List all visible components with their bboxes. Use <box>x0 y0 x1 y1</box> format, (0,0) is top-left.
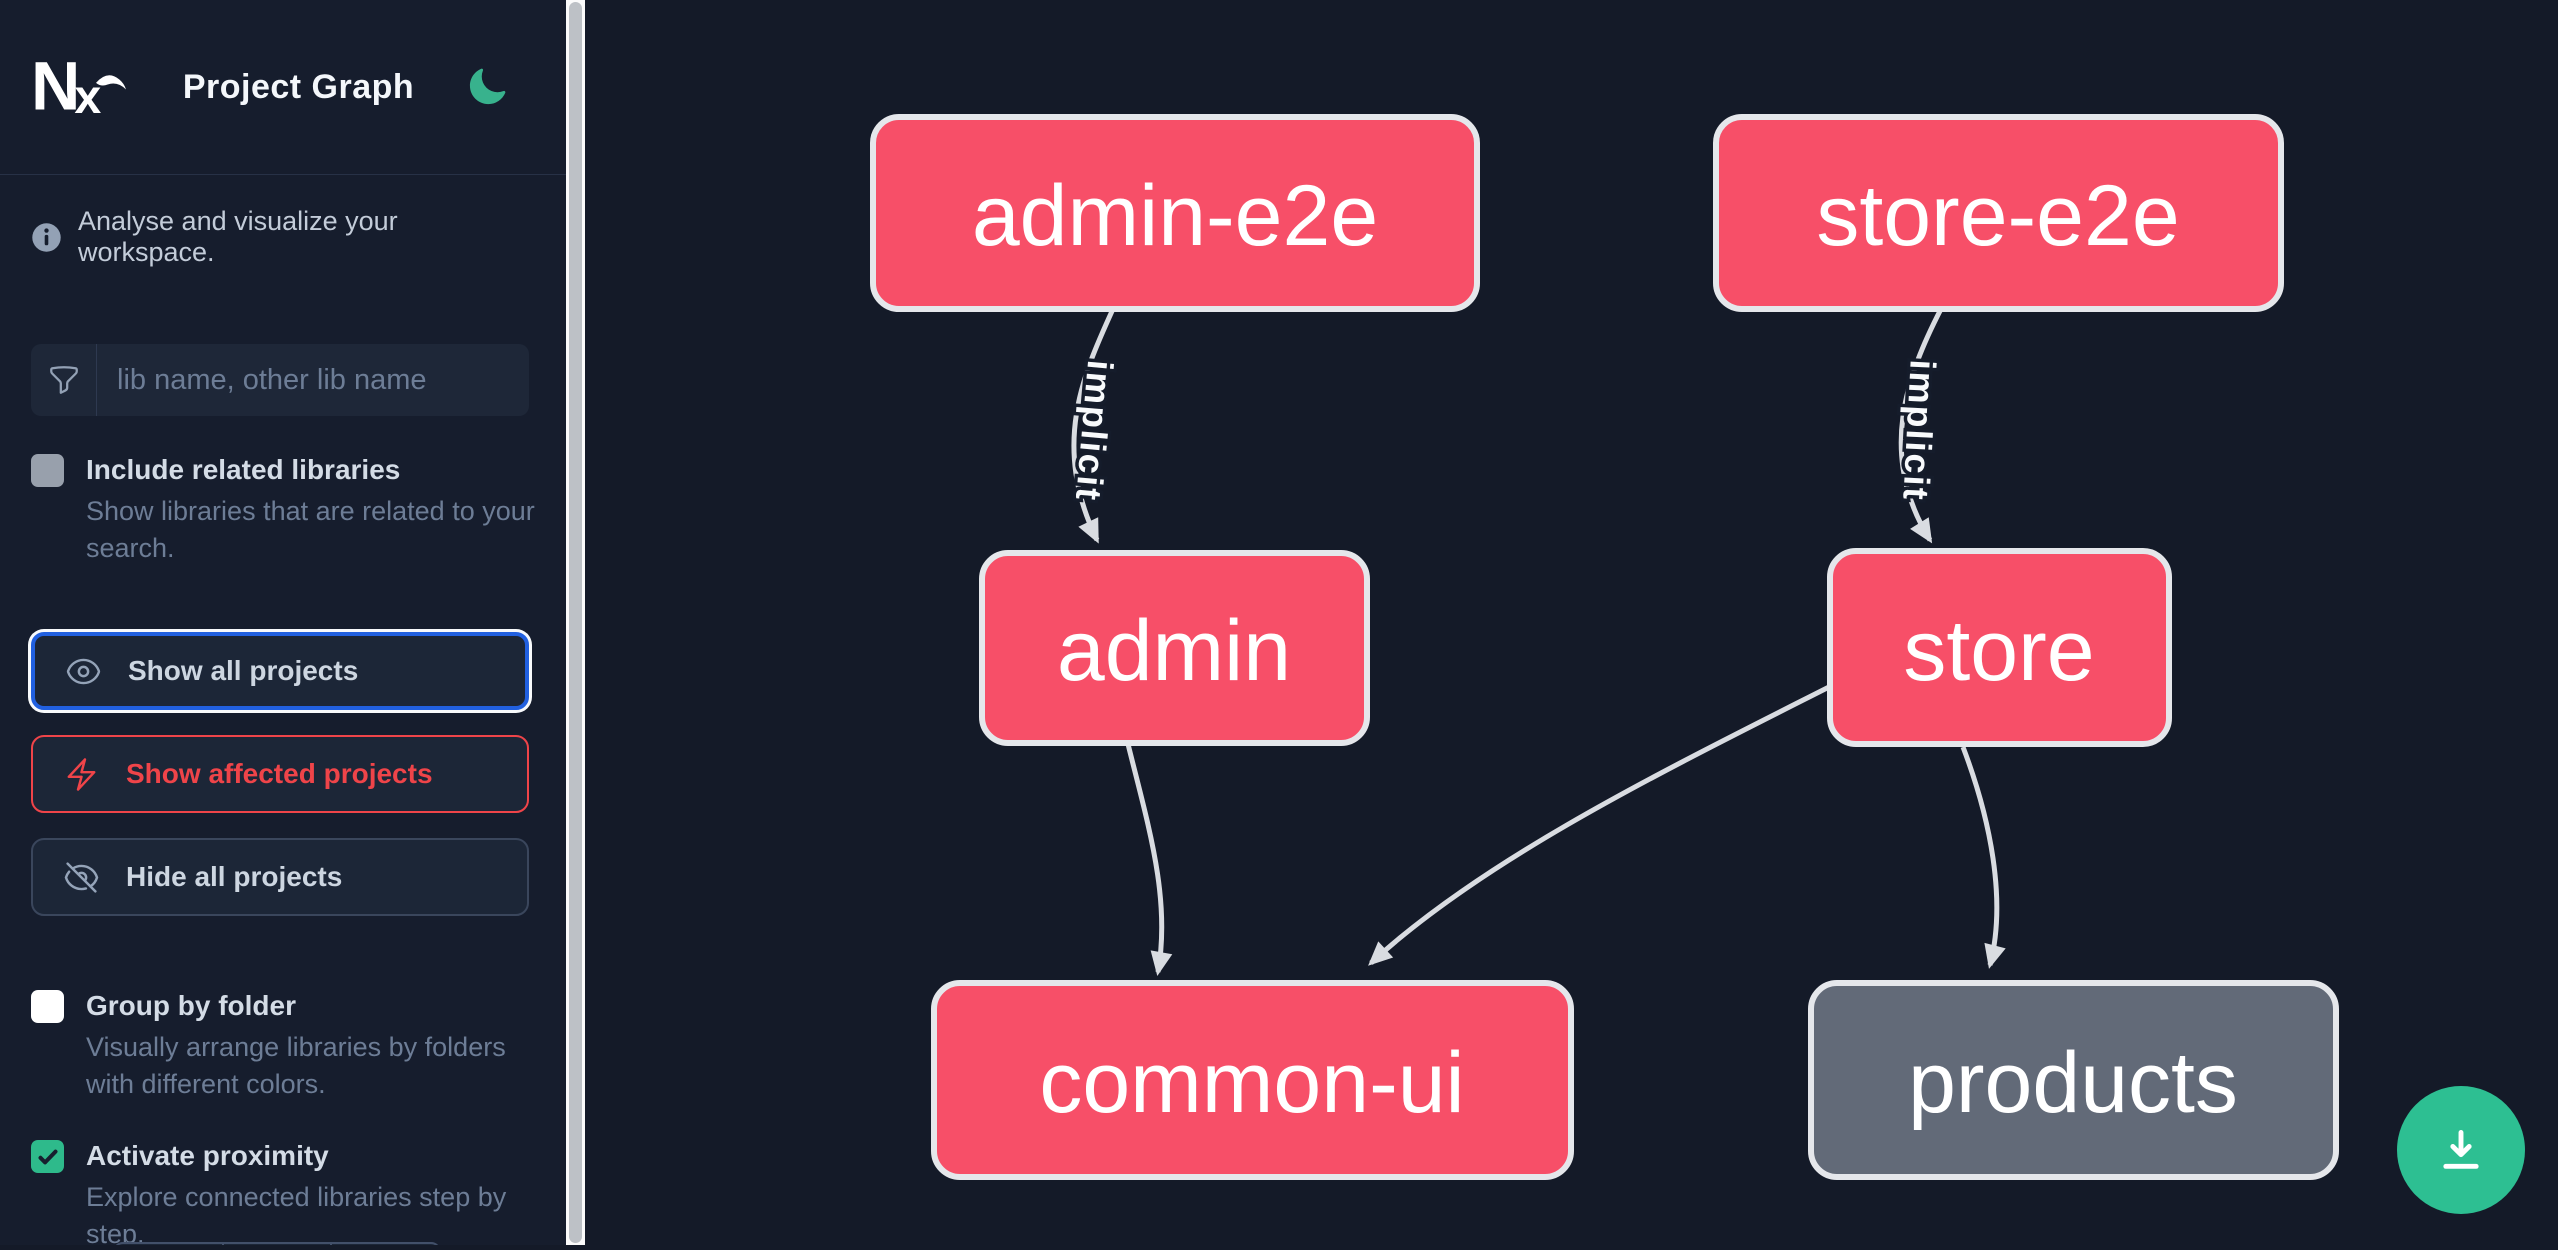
project-graph-canvas[interactable]: implicit implicit admin-e2e store-e2e ad… <box>585 0 2558 1245</box>
search-input[interactable] <box>97 344 529 416</box>
toggle-label: Activate proximity <box>86 1140 329 1171</box>
node-common-ui[interactable]: common-ui <box>931 980 1574 1180</box>
toggle-include-related-libraries: Include related libraries Show libraries… <box>31 452 535 567</box>
node-products[interactable]: products <box>1808 980 2339 1180</box>
node-label: products <box>1908 1035 2238 1131</box>
checkbox-include-related-libraries[interactable] <box>31 454 64 487</box>
node-store[interactable]: store <box>1827 548 2172 747</box>
svg-text:x: x <box>74 70 101 118</box>
svg-text:N: N <box>31 56 80 118</box>
node-store-e2e[interactable]: store-e2e <box>1713 114 2284 312</box>
bolt-icon <box>67 757 96 791</box>
toggle-description: Visually arrange libraries by folders wi… <box>86 1032 506 1099</box>
page-title: Project Graph <box>182 67 415 106</box>
filter-funnel-icon <box>31 344 97 416</box>
scrollbar-thumb[interactable] <box>569 2 582 1243</box>
node-label: admin-e2e <box>972 168 1378 264</box>
show-all-projects-label: Show all projects <box>128 655 359 686</box>
checkmark-icon <box>38 1149 57 1164</box>
edge-store-to-common-ui <box>1368 683 1833 966</box>
edge-label-implicit: implicit <box>1068 359 1121 504</box>
checkbox-group-by-folder[interactable] <box>31 990 64 1023</box>
node-label: common-ui <box>1039 1035 1464 1131</box>
eye-slash-icon <box>64 861 99 893</box>
nx-logo-icon: N x <box>31 56 126 118</box>
hide-all-projects-label: Hide all projects <box>126 861 343 892</box>
node-label: admin <box>1057 603 1291 699</box>
dark-mode-moon-icon[interactable] <box>466 66 508 108</box>
toggle-group-by-folder: Group by folder Visually arrange librari… <box>31 988 535 1103</box>
show-affected-projects-button[interactable]: Show affected projects <box>31 735 529 813</box>
edge-store-e2e-to-store <box>1898 307 1944 544</box>
info-icon <box>32 222 61 252</box>
sidebar: N x Project Graph Analyse and visualize … <box>0 0 566 1245</box>
toggle-label: Group by folder <box>86 990 296 1021</box>
toggle-label: Include related libraries <box>86 454 401 485</box>
toggle-description: Explore connected libraries step by step… <box>86 1182 507 1245</box>
node-label: store-e2e <box>1816 168 2179 264</box>
tagline-text: Analyse and visualize your workspace. <box>78 206 398 267</box>
project-actions: Show all projects Show affected projects… <box>31 632 535 916</box>
toggle-activate-proximity: Activate proximity Explore connected lib… <box>31 1138 535 1245</box>
edge-label-implicit: implicit <box>1895 359 1943 503</box>
show-affected-projects-label: Show affected projects <box>126 758 433 789</box>
node-admin-e2e[interactable]: admin-e2e <box>870 114 1480 312</box>
tagline-row: Analyse and visualize your workspace. <box>31 206 535 268</box>
edge-store-to-products <box>1960 746 2006 969</box>
download-icon <box>2443 1130 2479 1169</box>
edge-admin-to-common-ui <box>1125 743 1173 976</box>
search-box <box>31 344 529 416</box>
node-label: store <box>1903 603 2094 699</box>
sidebar-header: N x Project Graph <box>0 0 566 175</box>
eye-icon <box>66 658 101 684</box>
show-all-projects-button[interactable]: Show all projects <box>31 632 529 710</box>
checkbox-activate-proximity[interactable] <box>31 1140 64 1173</box>
sidebar-scrollbar <box>566 0 585 1245</box>
edge-admin-e2e-to-admin <box>1071 307 1116 544</box>
toggle-description: Show libraries that are related to your … <box>86 496 535 563</box>
hide-all-projects-button[interactable]: Hide all projects <box>31 838 529 916</box>
node-admin[interactable]: admin <box>979 550 1370 746</box>
download-image-button[interactable] <box>2397 1086 2525 1214</box>
